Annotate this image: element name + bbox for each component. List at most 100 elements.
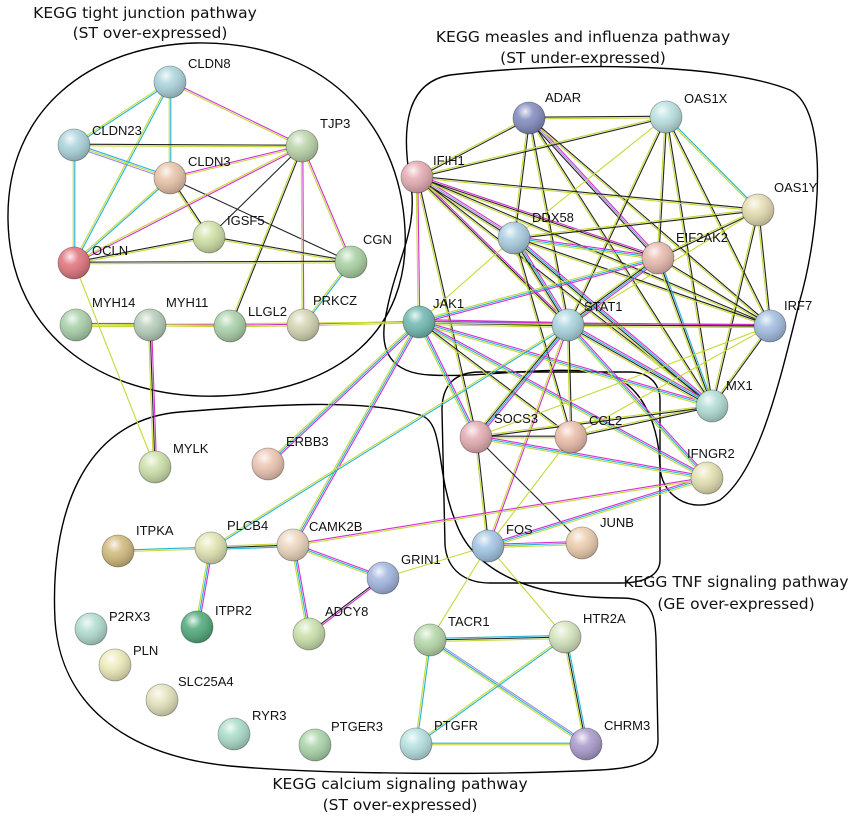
node-myh11[interactable]: MYH11 bbox=[133, 295, 208, 342]
node-label: MYH11 bbox=[166, 295, 208, 310]
edge-evidence-line bbox=[567, 256, 658, 325]
node-oas1x[interactable]: OAS1X bbox=[649, 91, 728, 134]
edge-evidence-line bbox=[528, 117, 659, 259]
node-stat1[interactable]: STAT1 bbox=[551, 299, 623, 342]
node-camk2b[interactable]: CAMK2B bbox=[276, 519, 362, 562]
node-ptger3[interactable]: PTGER3 bbox=[298, 719, 383, 762]
node-oas1y[interactable]: OAS1Y bbox=[741, 180, 818, 227]
node-jak1[interactable]: JAK1 bbox=[402, 296, 464, 339]
edge-evidence-line bbox=[300, 146, 303, 326]
node-myh14[interactable]: MYH14 bbox=[59, 295, 135, 342]
edge-cldn3-cgn bbox=[169, 177, 352, 263]
node-ddx58[interactable]: DDX58 bbox=[497, 210, 574, 255]
node-sphere-highlight bbox=[742, 194, 774, 226]
edge-evidence-line bbox=[416, 116, 529, 177]
edge-evidence-line bbox=[710, 209, 758, 406]
node-grin1[interactable]: GRIN1 bbox=[366, 552, 441, 595]
edge-evidence-line bbox=[566, 116, 666, 325]
edge-evidence-line bbox=[73, 80, 170, 145]
edge-socs3-junb bbox=[475, 436, 583, 544]
edge-evidence-line bbox=[417, 176, 421, 322]
edge-evidence-line bbox=[73, 144, 302, 263]
node-irf7[interactable]: IRF7 bbox=[753, 298, 812, 343]
node-mylk[interactable]: MYLK bbox=[138, 441, 209, 484]
edge-jak1-myh14 bbox=[75, 321, 420, 326]
edge-evidence-line bbox=[569, 259, 660, 328]
node-sphere-highlight bbox=[549, 621, 581, 653]
node-label: FOS bbox=[506, 522, 533, 537]
node-ryr3[interactable]: RYR3 bbox=[217, 708, 286, 751]
edge-evidence-line bbox=[208, 145, 303, 238]
edge-ifih1-eif2ak2 bbox=[416, 174, 659, 261]
edge-evidence-line bbox=[416, 176, 659, 259]
node-tacr1[interactable]: TACR1 bbox=[413, 614, 490, 657]
edge-htr2a-ptgfr bbox=[415, 635, 566, 746]
edge-evidence-line bbox=[300, 146, 351, 263]
node-junb[interactable]: JUNB bbox=[565, 515, 634, 560]
edge-tacr1-chrm3 bbox=[428, 638, 588, 746]
node-htr2a[interactable]: HTR2A bbox=[548, 611, 626, 654]
edge-evidence-line bbox=[710, 325, 770, 406]
node-ptgfr[interactable]: PTGFR bbox=[399, 718, 478, 761]
node-plcb4[interactable]: PLCB4 bbox=[194, 518, 268, 565]
edge-jak1-ccl2 bbox=[418, 320, 572, 439]
edge-evidence-line bbox=[568, 322, 771, 325]
edge-igsf5-cgn bbox=[208, 235, 352, 264]
node-ifih1[interactable]: IFIH1 bbox=[400, 153, 465, 194]
node-eif2ak2[interactable]: EIF2AK2 bbox=[641, 230, 728, 275]
edge-oas1x-oas1y bbox=[665, 116, 759, 211]
edge-ocln-igsf5 bbox=[73, 235, 210, 265]
edge-evidence-line bbox=[514, 237, 570, 325]
node-label: CCL2 bbox=[589, 413, 622, 428]
node-ifngr2[interactable]: IFNGR2 bbox=[687, 446, 735, 495]
edge-evidence-line bbox=[73, 176, 170, 263]
edge-evidence-line bbox=[568, 258, 659, 327]
node-itpr2[interactable]: ITPR2 bbox=[180, 603, 252, 644]
edge-evidence-line bbox=[474, 324, 568, 437]
edge-evidence-line bbox=[429, 545, 489, 641]
node-p2rx3[interactable]: P2RX3 bbox=[74, 609, 150, 646]
node-prkcz[interactable]: PRKCZ bbox=[286, 293, 357, 342]
node-socs3[interactable]: SOCS3 bbox=[459, 411, 538, 454]
node-sphere-highlight bbox=[154, 162, 186, 194]
node-pln[interactable]: PLN bbox=[98, 643, 158, 682]
node-cldn8[interactable]: CLDN8 bbox=[153, 56, 231, 99]
edge-evidence-line bbox=[512, 238, 571, 438]
node-label: TACR1 bbox=[448, 614, 490, 629]
edge-evidence-line bbox=[170, 80, 303, 146]
node-adar[interactable]: ADAR bbox=[512, 90, 581, 135]
edge-evidence-line bbox=[73, 145, 170, 181]
node-cldn3[interactable]: CLDN3 bbox=[153, 154, 231, 195]
edge-evidence-line bbox=[566, 325, 707, 480]
node-llgl2[interactable]: LLGL2 bbox=[213, 304, 287, 343]
node-slc25a4[interactable]: SLC25A4 bbox=[145, 674, 234, 717]
edge-evidence-line bbox=[149, 324, 156, 468]
edge-socs3-ifngr2 bbox=[475, 434, 708, 481]
node-igsf5[interactable]: IGSF5 bbox=[192, 213, 265, 254]
node-cldn23[interactable]: CLDN23 bbox=[57, 123, 142, 162]
edge-evidence-line bbox=[657, 257, 713, 407]
node-sphere-highlight bbox=[513, 102, 545, 134]
node-itpka[interactable]: ITPKA bbox=[101, 523, 174, 568]
edge-evidence-line bbox=[73, 262, 156, 468]
node-adcy8[interactable]: ADCY8 bbox=[292, 604, 368, 651]
node-label: MYLK bbox=[173, 441, 209, 456]
node-sphere-highlight bbox=[552, 309, 584, 341]
edge-adar-oas1x bbox=[528, 115, 667, 120]
node-chrm3[interactable]: CHRM3 bbox=[569, 718, 650, 761]
edge-tacr1-ptgfr bbox=[414, 639, 432, 745]
edge-eif2ak2-mx1 bbox=[655, 257, 715, 407]
node-cgn[interactable]: CGN bbox=[334, 232, 392, 279]
node-fos[interactable]: FOS bbox=[471, 522, 533, 563]
edge-evidence-line bbox=[419, 319, 713, 405]
node-mx1[interactable]: MX1 bbox=[695, 378, 753, 423]
node-sphere-highlight bbox=[460, 421, 492, 453]
node-erbb3[interactable]: ERBB3 bbox=[251, 434, 329, 481]
node-ccl2[interactable]: CCL2 bbox=[554, 413, 622, 454]
node-ocln[interactable]: OCLN bbox=[57, 243, 128, 280]
node-tjp3[interactable]: TJP3 bbox=[285, 116, 350, 163]
edge-evidence-line bbox=[429, 634, 565, 639]
edge-jak1-ifngr2 bbox=[417, 320, 709, 480]
edge-oas1y-ddx58 bbox=[513, 208, 759, 240]
